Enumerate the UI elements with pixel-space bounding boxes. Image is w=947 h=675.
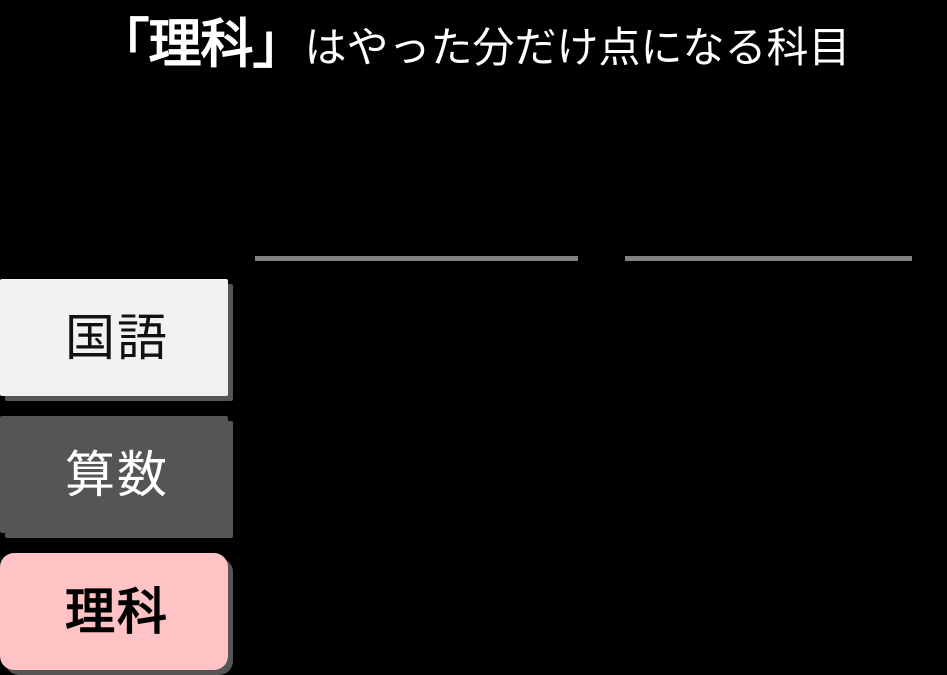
content-area — [248, 270, 947, 675]
page-title-rest: はやった分だけ点になる科目 — [304, 24, 851, 71]
subject-chip-kokugo[interactable]: 国語 — [0, 279, 228, 396]
subject-chip-sansu[interactable]: 算数 — [0, 416, 228, 533]
divider-right — [625, 256, 912, 261]
divider-left — [255, 256, 578, 261]
subject-chip-rika-label: 理科 — [65, 583, 169, 640]
page-title: 「理科」はやった分だけ点になる科目 — [0, 18, 947, 71]
subject-chip-sansu-label: 算数 — [65, 446, 169, 503]
page-title-emphasis: 「理科」 — [96, 15, 305, 74]
subject-chip-kokugo-label: 国語 — [65, 309, 169, 366]
subject-chip-rika[interactable]: 理科 — [0, 553, 228, 670]
